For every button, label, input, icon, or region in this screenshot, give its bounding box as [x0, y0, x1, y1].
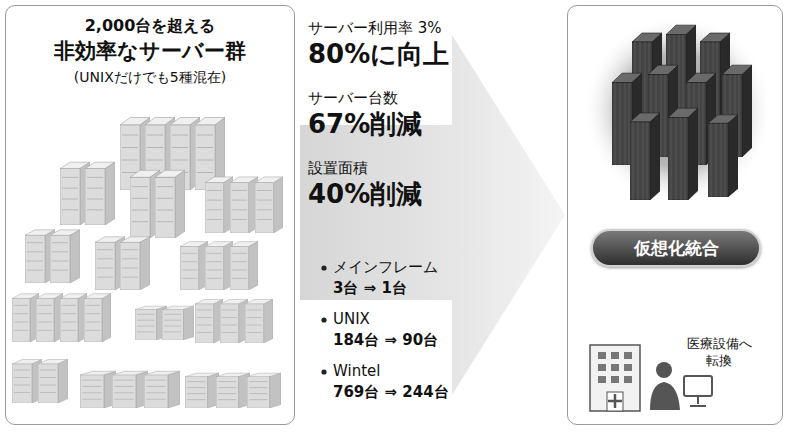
bullet-dot: [321, 317, 326, 322]
panel-note: (UNIXだけでも5種混在): [6, 68, 294, 86]
panel-heading: 2,000台を超える: [6, 16, 294, 37]
hospital-icon: [590, 345, 640, 411]
metric-value: 67%削減: [308, 108, 422, 142]
bullet-value: 184台 ⇒ 90台: [333, 331, 438, 351]
panel-heading: 非効率なサーバー群: [6, 38, 294, 65]
target-note: 医療設備へ 転換: [684, 336, 754, 370]
bullet-value: 769台 ⇒ 244台: [333, 383, 449, 403]
target-panel: 医療設備へ 転換 仮想化統合: [567, 5, 783, 425]
consolidation-pill: 仮想化統合: [591, 229, 761, 267]
metric-label: サーバー台数: [308, 89, 398, 109]
person-at-computer: [650, 362, 712, 410]
metric-label: サーバー利用率 3%: [308, 19, 442, 39]
bullet-dot: [321, 265, 326, 270]
arrow-fill: [300, 35, 565, 395]
metric-value: 40%削減: [308, 178, 422, 212]
bullet-dot: [321, 369, 326, 374]
bullet-item: UNIX: [333, 310, 370, 330]
metric-value: 80%に向上: [308, 38, 449, 72]
bullet-item: Wintel: [333, 362, 380, 382]
result-arrow: サーバー利用率 3%80%に向上サーバー台数67%削減設置面積40%削減メインフ…: [300, 5, 565, 425]
bullet-item: メインフレーム: [333, 258, 438, 278]
server-group: [12, 118, 283, 409]
consolidated-servers: [583, 15, 773, 205]
pill-label: 仮想化統合: [593, 231, 759, 265]
metric-label: 設置面積: [308, 159, 368, 179]
source-panel: 2,000台を超える非効率なサーバー群 (UNIXだけでも5種混在): [5, 5, 295, 425]
bullet-value: 3台 ⇒ 1台: [333, 279, 407, 299]
